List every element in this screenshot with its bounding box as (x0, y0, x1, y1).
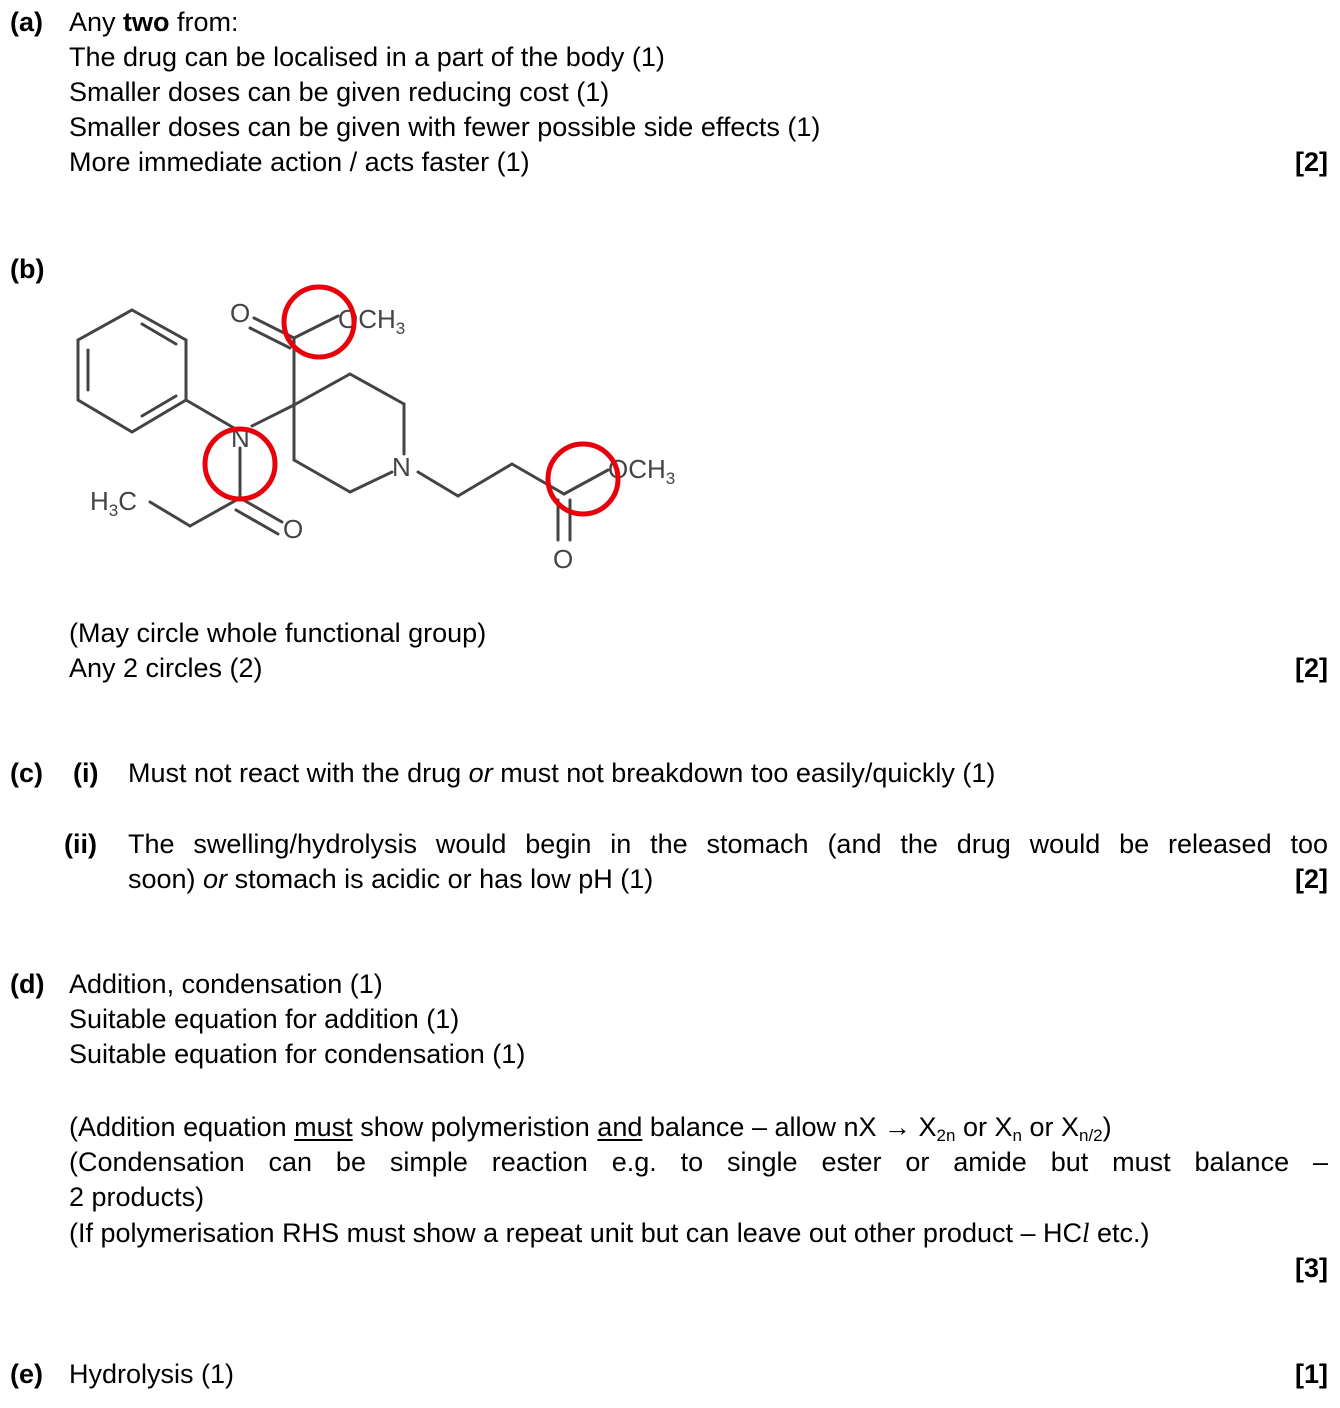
part-d-note-1-f: ) (1102, 1112, 1112, 1142)
part-e-text: Hydrolysis (1) (69, 1359, 235, 1389)
part-c-ii-label: (ii) (64, 829, 97, 859)
och3-top-text: OCH (338, 304, 396, 334)
part-d-note-3-pre: (If polymerisation RHS must show a repea… (69, 1218, 1083, 1248)
part-a-intro-post: from: (169, 7, 239, 37)
och3-right-sub: 3 (666, 469, 675, 488)
part-a-line-4: More immediate action / acts faster (1) (69, 147, 530, 177)
part-c-label: (c) (10, 758, 43, 788)
part-a-mark: [2] (1295, 147, 1328, 177)
part-d-label: (d) (10, 969, 45, 999)
part-b-mark: [2] (1295, 653, 1328, 683)
part-c-ii-or: or (203, 864, 228, 894)
part-d-note-1-d: or X (955, 1112, 1013, 1142)
part-c-ii-pre: soon) (128, 864, 204, 894)
part-e-label: (e) (10, 1359, 43, 1389)
part-d-note-1-must: must (294, 1112, 353, 1142)
part-d-note-1-b: show polymeristion (352, 1112, 598, 1142)
part-a-intro-pre: Any (69, 7, 124, 37)
atom-o-bottom: O (553, 544, 573, 574)
part-d-line-2: Suitable equation for addition (1) (69, 1004, 460, 1034)
och3-top-sub: 3 (396, 319, 405, 338)
part-d-note-1-sub-2n: 2n (936, 1126, 956, 1145)
part-d-note-1-c: balance – allow nX → X (642, 1112, 937, 1142)
part-c-i-label: (i) (73, 758, 99, 788)
part-d-note-1-and: and (597, 1112, 643, 1142)
part-a-line-2: Smaller doses can be given reducing cost… (69, 77, 610, 107)
part-d-note-3-post: etc.) (1089, 1218, 1150, 1248)
atom-n-ring: N (392, 452, 411, 482)
part-d-note-3-l: l (1082, 1218, 1090, 1248)
h3c-sub: 3 (109, 501, 118, 520)
part-d-line-1: Addition, condensation (1) (69, 969, 383, 999)
part-c-i-text: Must not react with the drug or must not… (128, 756, 995, 791)
h3c-c: C (118, 486, 137, 516)
part-a-intro: Any two from: (69, 5, 239, 40)
part-d-note-1-sub-n2: n/2 (1078, 1126, 1103, 1145)
part-d-note-2-line-1: (Condensation can be simple reaction e.g… (69, 1147, 1328, 1177)
part-d-note-1-e: or X (1021, 1112, 1079, 1142)
part-a-line-1: The drug can be localised in a part of t… (69, 42, 665, 72)
part-d-note-1-a: (Addition equation (69, 1112, 295, 1142)
part-d-line-3: Suitable equation for condensation (1) (69, 1039, 526, 1069)
part-c-mark: [2] (1295, 864, 1328, 894)
part-c-ii-line-1: The swelling/hydrolysis would begin in t… (128, 829, 1328, 859)
part-b-label: (b) (10, 254, 45, 284)
part-e-mark: [1] (1295, 1359, 1328, 1389)
circle-ester-right (545, 441, 621, 517)
part-c-ii-post: stomach is acidic or has low pH (1) (227, 864, 654, 894)
atom-o-amide: O (283, 514, 303, 544)
circle-amide (202, 426, 278, 502)
part-d-mark: [3] (1295, 1253, 1328, 1283)
part-d-note-1-sub-n: n (1012, 1126, 1022, 1145)
molecule-structure: O OCH3 N N H3C O OCH3 O (76, 284, 675, 574)
och3-top-group: OCH3 (338, 304, 405, 338)
part-d-note-2-line-2: 2 products) (69, 1182, 205, 1212)
part-d-note-1: (Addition equation must show polymeristi… (69, 1110, 1112, 1145)
h3c-h: H (90, 486, 109, 516)
h3c-group: H3C (90, 486, 137, 520)
circle-ester-top (281, 284, 357, 360)
part-c-i-pre: Must not react with the drug (128, 758, 469, 788)
atom-o-top: O (230, 298, 250, 328)
part-b-line-1: (May circle whole functional group) (69, 618, 487, 648)
part-d-note-3: (If polymerisation RHS must show a repea… (69, 1216, 1150, 1251)
part-b-line-2: Any 2 circles (2) (69, 653, 263, 683)
part-a-line-3: Smaller doses can be given with fewer po… (69, 112, 821, 142)
part-c-i-or: or (468, 758, 493, 788)
part-a-intro-bold: two (123, 7, 170, 37)
part-a-label: (a) (10, 7, 43, 37)
part-c-ii-line-2: soon) or stomach is acidic or has low pH… (128, 862, 653, 897)
part-c-i-post: must not breakdown too easily/quickly (1… (492, 758, 996, 788)
